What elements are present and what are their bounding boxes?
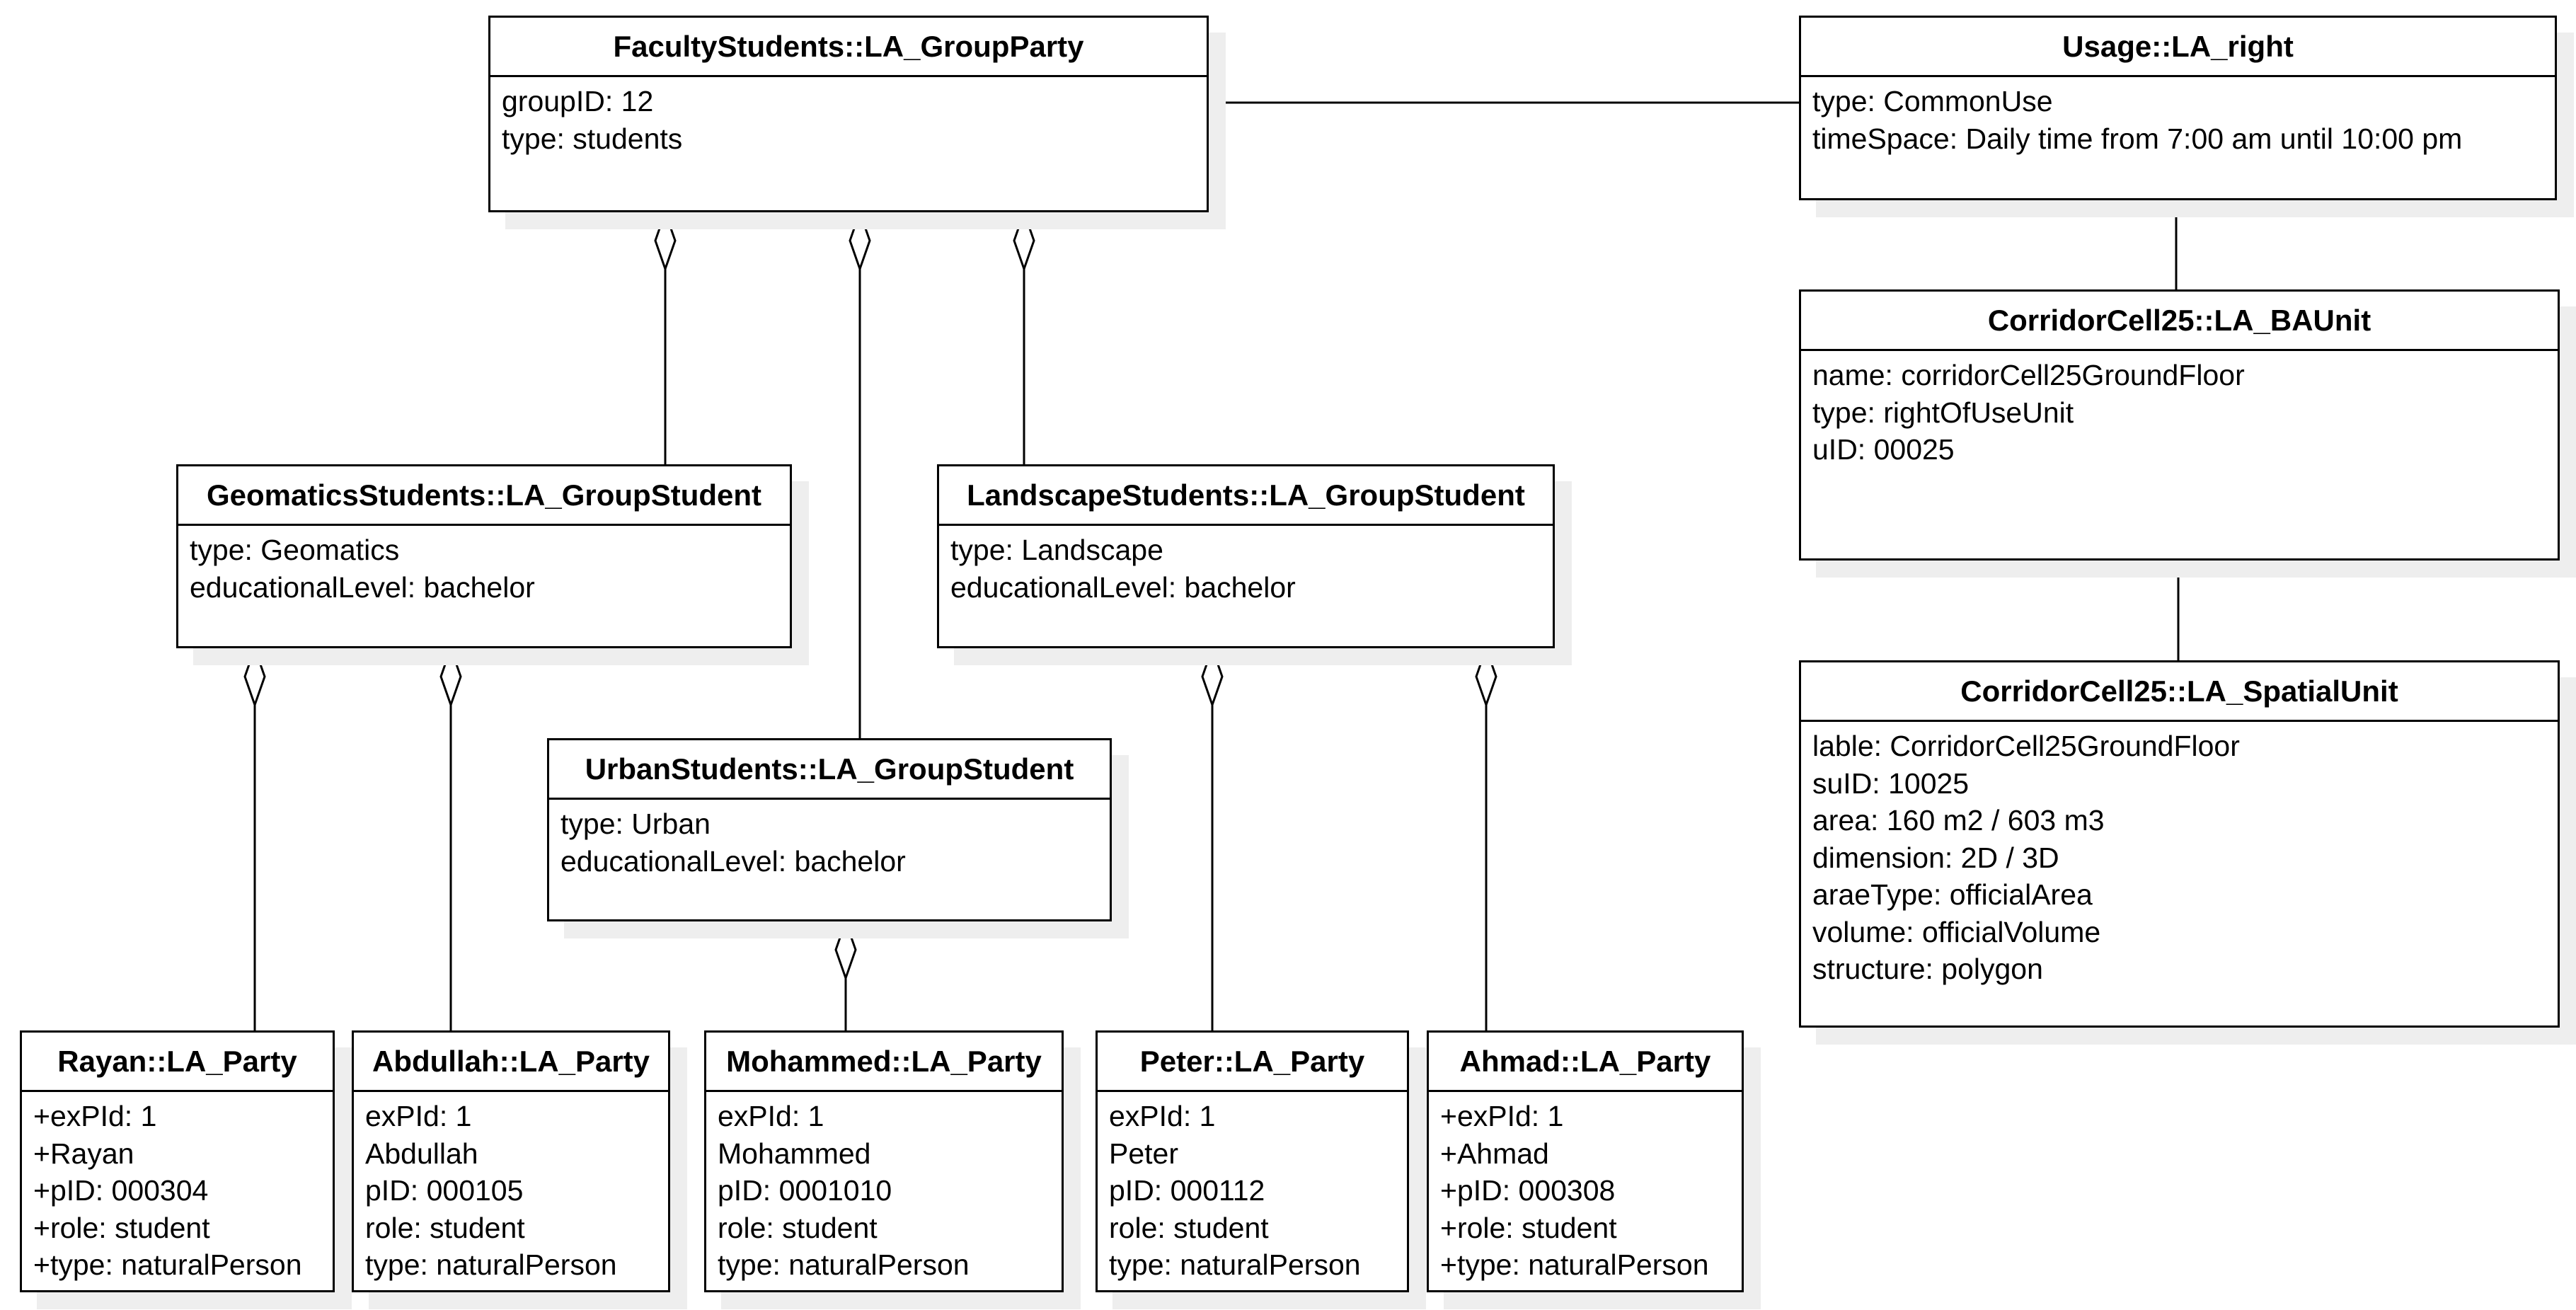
attribute: groupID: 12 <box>502 85 654 117</box>
attribute: +exPId: 1 <box>33 1100 157 1132</box>
class-attributes: +exPId: 1 +Ahmad +pID: 000308 +role: stu… <box>1429 1092 1742 1284</box>
class-landscape-students[interactable]: LandscapeStudents::LA_GroupStudent type:… <box>937 464 1555 648</box>
attribute: +role: student <box>33 1211 210 1244</box>
attribute: educationalLevel: bachelor <box>950 570 1296 604</box>
attribute: type: Landscape <box>950 534 1163 566</box>
attribute: +Rayan <box>33 1137 134 1170</box>
attribute: +role: student <box>1440 1211 1617 1244</box>
class-party-mohammed[interactable]: Mohammed::LA_Party exPId: 1 Mohammed pID… <box>704 1030 1064 1292</box>
attribute: +Ahmad <box>1440 1137 1549 1170</box>
attribute: suID: 10025 <box>1812 766 1970 800</box>
attribute: exPId: 1 <box>718 1100 824 1132</box>
attribute: type: naturalPerson <box>365 1248 617 1281</box>
aggregation-diamond <box>834 918 857 982</box>
aggregation-diamond <box>1201 645 1224 708</box>
attribute: type: students <box>502 122 683 155</box>
class-party-ahmad[interactable]: Ahmad::LA_Party +exPId: 1 +Ahmad +pID: 0… <box>1427 1030 1744 1292</box>
class-title: Abdullah::LA_Party <box>354 1033 668 1092</box>
attribute: type: Urban <box>560 808 711 840</box>
attribute: Mohammed <box>718 1137 871 1170</box>
class-attributes: +exPId: 1 +Rayan +pID: 000304 +role: stu… <box>22 1092 333 1284</box>
attribute: exPId: 1 <box>365 1100 472 1132</box>
attribute: pID: 0001010 <box>718 1174 892 1207</box>
class-title: LandscapeStudents::LA_GroupStudent <box>939 466 1553 526</box>
attribute: area: 160 m2 / 603 m3 <box>1812 804 2105 837</box>
class-title: UrbanStudents::LA_GroupStudent <box>549 740 1110 800</box>
class-faculty-students[interactable]: FacultyStudents::LA_GroupParty groupID: … <box>488 16 1209 212</box>
attribute: Peter <box>1109 1137 1178 1170</box>
attribute: +pID: 000308 <box>1440 1174 1616 1207</box>
class-geomatics-students[interactable]: GeomaticsStudents::LA_GroupStudent type:… <box>176 464 792 648</box>
aggregation-diamond <box>849 209 871 272</box>
attribute: role: student <box>1109 1211 1269 1244</box>
attribute: +type: naturalPerson <box>33 1248 302 1281</box>
attribute: timeSpace: Daily time from 7:00 am until… <box>1812 122 2463 155</box>
class-attributes: type: Landscape educationalLevel: bachel… <box>939 526 1553 606</box>
class-title: Rayan::LA_Party <box>22 1033 333 1092</box>
attribute: Abdullah <box>365 1137 478 1170</box>
attribute: type: rightOfUseUnit <box>1812 396 2074 429</box>
class-attributes: name: corridorCell25GroundFloor type: ri… <box>1801 351 2558 469</box>
attribute: role: student <box>718 1211 878 1244</box>
class-attributes: type: CommonUse timeSpace: Daily time fr… <box>1801 77 2555 157</box>
class-attributes: exPId: 1 Peter pID: 000112 role: student… <box>1098 1092 1407 1284</box>
attribute: type: naturalPerson <box>718 1248 970 1281</box>
attribute: educationalLevel: bachelor <box>560 844 906 878</box>
attribute: uID: 00025 <box>1812 433 1955 466</box>
class-party-abdullah[interactable]: Abdullah::LA_Party exPId: 1 Abdullah pID… <box>352 1030 670 1292</box>
class-title: CorridorCell25::LA_BAUnit <box>1801 292 2558 351</box>
aggregation-diamond <box>654 209 677 272</box>
attribute: lable: CorridorCell25GroundFloor <box>1812 730 2240 762</box>
attribute: type: naturalPerson <box>1109 1248 1361 1281</box>
aggregation-diamond <box>439 645 462 708</box>
attribute: educationalLevel: bachelor <box>190 570 535 604</box>
class-attributes: type: Urban educationalLevel: bachelor <box>549 800 1110 880</box>
attribute: +pID: 000304 <box>33 1174 209 1207</box>
attribute: dimension: 2D / 3D <box>1812 841 2059 874</box>
class-title: CorridorCell25::LA_SpatialUnit <box>1801 662 2558 722</box>
class-attributes: lable: CorridorCell25GroundFloor suID: 1… <box>1801 722 2558 988</box>
class-corridor-spatial-unit[interactable]: CorridorCell25::LA_SpatialUnit lable: Co… <box>1799 660 2560 1028</box>
class-attributes: exPId: 1 Abdullah pID: 000105 role: stud… <box>354 1092 668 1284</box>
attribute: type: Geomatics <box>190 534 400 566</box>
class-attributes: type: Geomatics educationalLevel: bachel… <box>178 526 790 606</box>
attribute: araeType: officialArea <box>1812 878 2093 911</box>
aggregation-diamond <box>243 645 266 708</box>
attribute: +type: naturalPerson <box>1440 1248 1709 1281</box>
class-party-peter[interactable]: Peter::LA_Party exPId: 1 Peter pID: 0001… <box>1096 1030 1409 1292</box>
class-title: Mohammed::LA_Party <box>706 1033 1062 1092</box>
class-usage-right[interactable]: Usage::LA_right type: CommonUse timeSpac… <box>1799 16 2557 200</box>
class-title: GeomaticsStudents::LA_GroupStudent <box>178 466 790 526</box>
class-title: FacultyStudents::LA_GroupParty <box>490 18 1207 77</box>
class-title: Peter::LA_Party <box>1098 1033 1407 1092</box>
attribute: pID: 000112 <box>1109 1174 1265 1207</box>
aggregation-diamond <box>1475 645 1497 708</box>
class-urban-students[interactable]: UrbanStudents::LA_GroupStudent type: Urb… <box>547 738 1112 921</box>
attribute: +exPId: 1 <box>1440 1100 1564 1132</box>
class-title: Usage::LA_right <box>1801 18 2555 77</box>
attribute: volume: officialVolume <box>1812 915 2101 948</box>
attribute: role: student <box>365 1211 525 1244</box>
class-party-rayan[interactable]: Rayan::LA_Party +exPId: 1 +Rayan +pID: 0… <box>20 1030 335 1292</box>
attribute: structure: polygon <box>1812 953 2043 985</box>
class-attributes: exPId: 1 Mohammed pID: 0001010 role: stu… <box>706 1092 1062 1284</box>
class-title: Ahmad::LA_Party <box>1429 1033 1742 1092</box>
aggregation-diamond <box>1013 209 1035 272</box>
attribute: exPId: 1 <box>1109 1100 1216 1132</box>
attribute: name: corridorCell25GroundFloor <box>1812 359 2245 391</box>
attribute: type: CommonUse <box>1812 85 2053 117</box>
class-attributes: groupID: 12 type: students <box>490 77 1207 157</box>
class-corridor-ba-unit[interactable]: CorridorCell25::LA_BAUnit name: corridor… <box>1799 289 2560 561</box>
attribute: pID: 000105 <box>365 1174 524 1207</box>
